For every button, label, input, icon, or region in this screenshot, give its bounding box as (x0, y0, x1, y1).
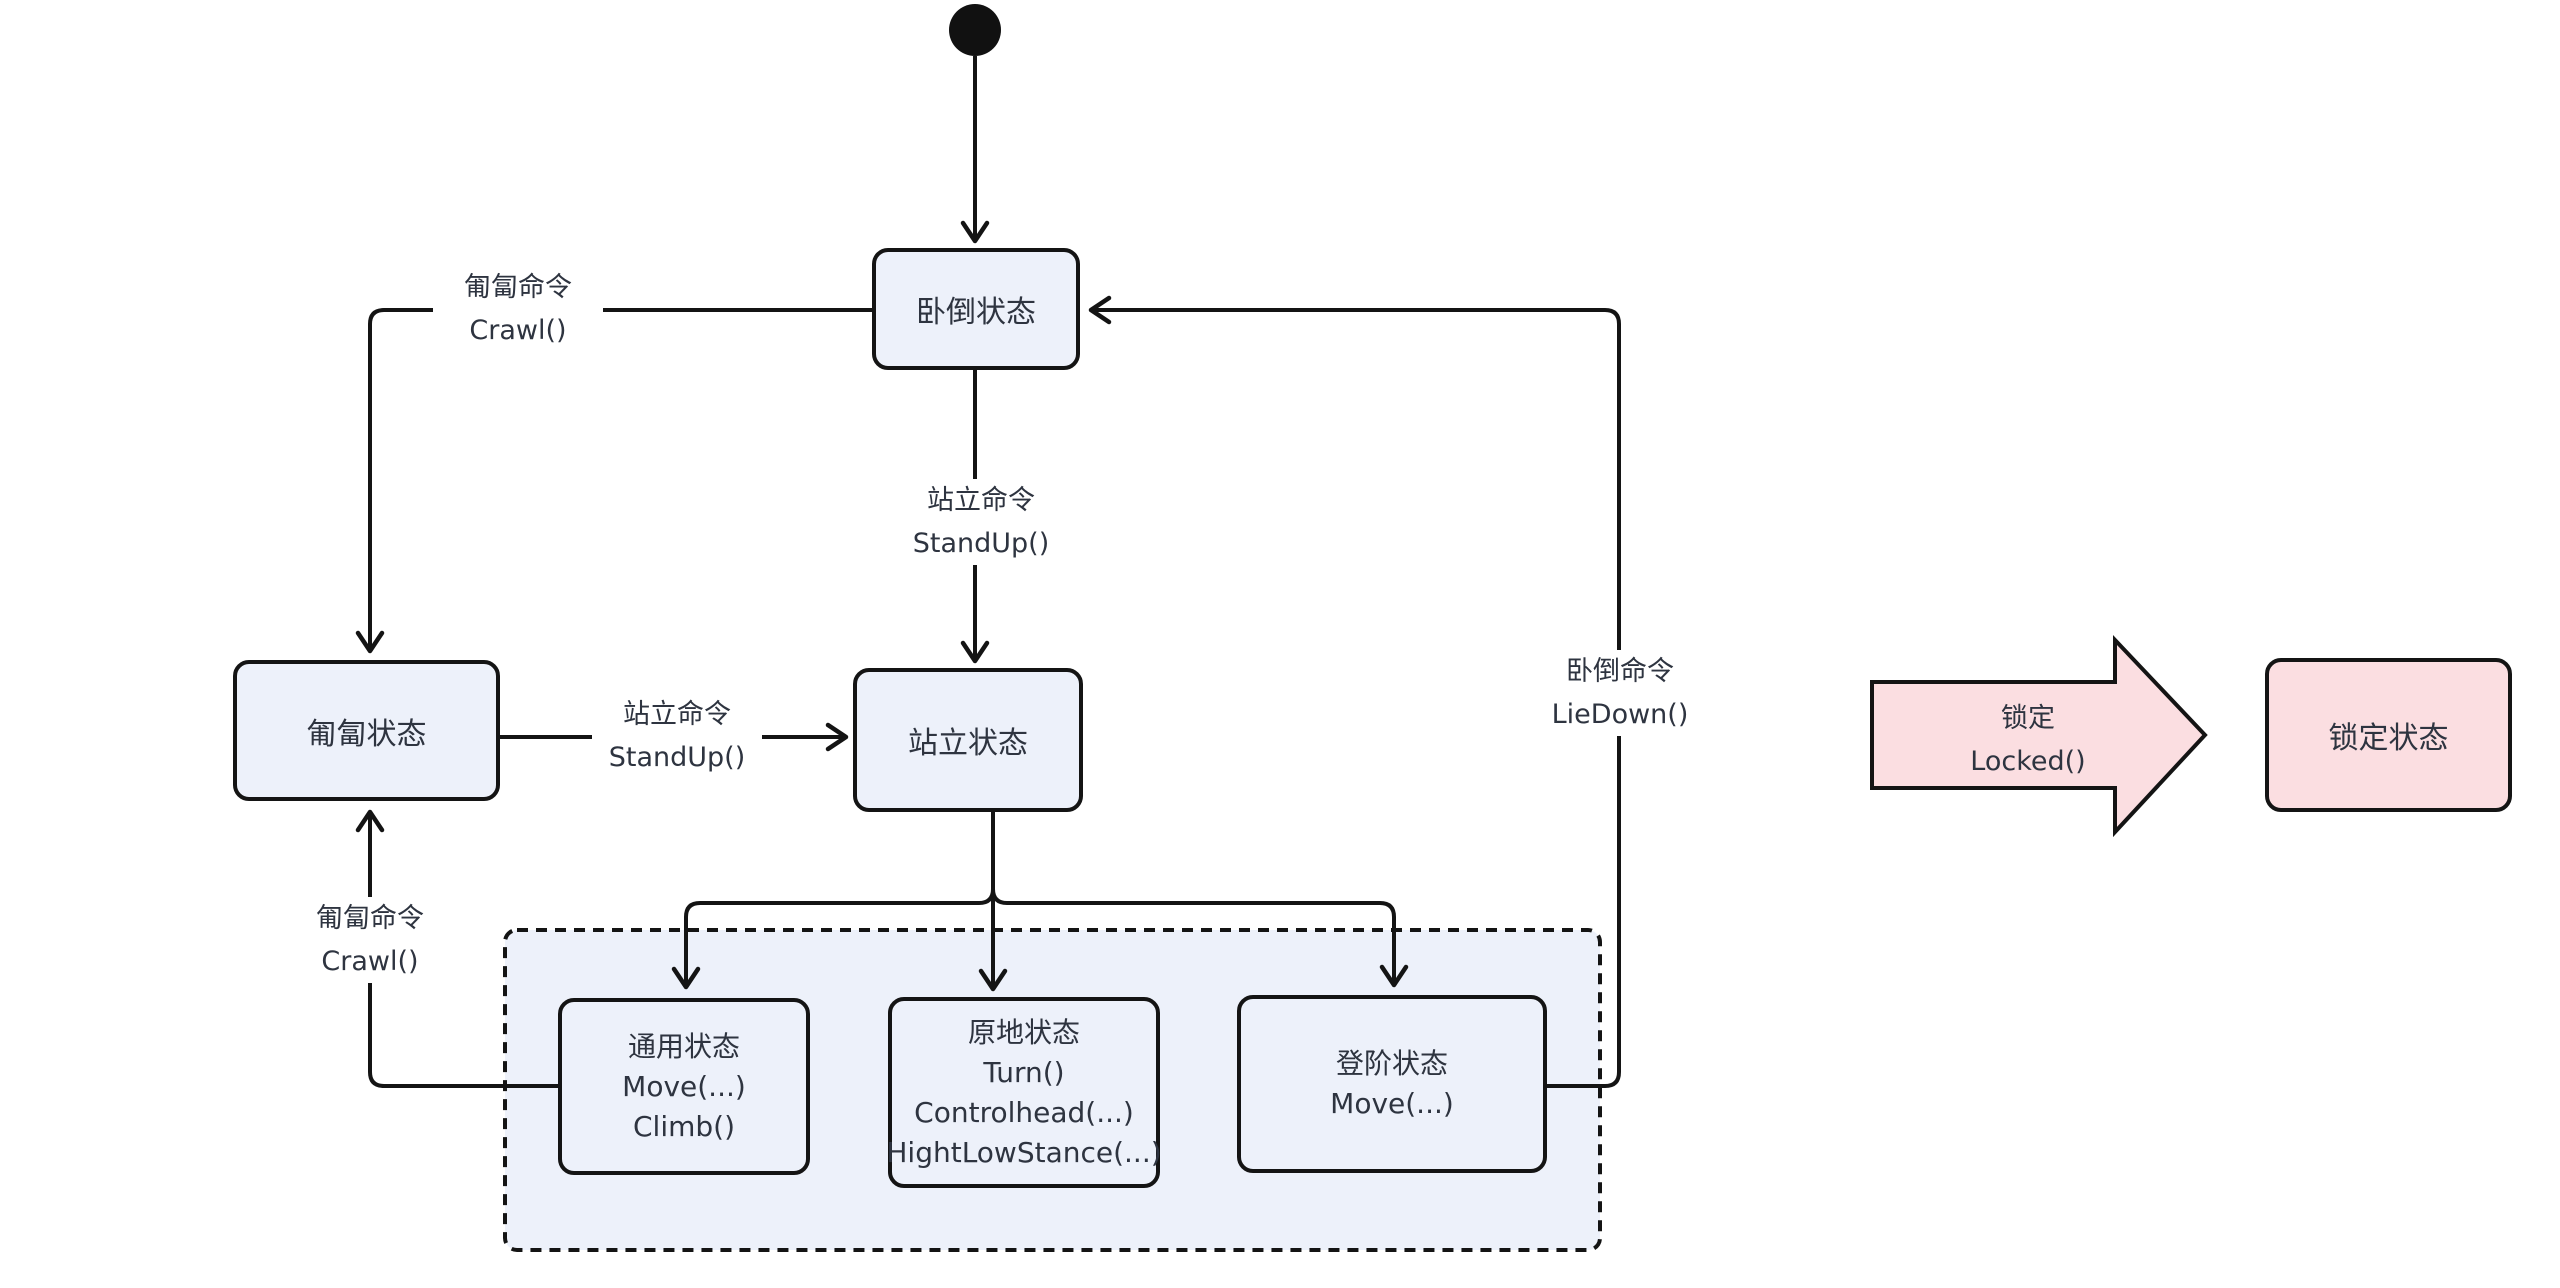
label-standup-cmd-mid-cn: 站立命令 (927, 485, 1035, 516)
state-general-method-1: Move(...) (622, 1069, 746, 1103)
state-stairs: 登阶状态 Move(...) (1237, 995, 1547, 1173)
state-in-place-method-2: Controlhead(...) (914, 1095, 1134, 1129)
label-locked-cmd-fn: Locked() (1970, 746, 2086, 777)
label-crawl-cmd-top-fn: Crawl() (469, 315, 567, 346)
label-standup-cmd-left-cn: 站立命令 (623, 699, 731, 730)
state-in-place-method-1: Turn() (983, 1055, 1065, 1089)
state-in-place: 原地状态 Turn() Controlhead(...) HightLowSta… (886, 997, 1162, 1188)
state-lie-down: 卧倒状态 (872, 248, 1080, 370)
label-crawl-cmd-top: 匍匐命令 Crawl() (433, 266, 603, 352)
state-stand-label: 站立状态 (908, 726, 1028, 761)
label-locked-cmd: 锁定 Locked() (1918, 697, 2138, 783)
edge-stand-branch-left (671, 888, 995, 990)
label-crawl-cmd-top-cn: 匍匐命令 (464, 272, 572, 303)
state-stairs-title: 登阶状态 (1335, 1047, 1448, 1080)
state-crawl: 匍匐状态 (233, 660, 500, 801)
label-standup-cmd-left: 站立命令 StandUp() (592, 693, 762, 779)
edge-liedown-to-crawlstate (355, 308, 872, 654)
state-stand: 站立状态 (853, 668, 1083, 812)
edge-general-to-crawlstate (355, 809, 558, 1088)
state-crawl-label: 匍匐状态 (306, 716, 427, 752)
label-standup-cmd-mid-fn: StandUp() (912, 528, 1050, 559)
label-crawl-cmd-bottom-cn: 匍匐命令 (316, 903, 424, 934)
label-liedown-cmd-cn: 卧倒命令 (1566, 656, 1674, 687)
label-standup-cmd-mid: 站立命令 StandUp() (896, 479, 1066, 565)
edge-stand-branch-right (991, 888, 1409, 988)
state-lie-down-label: 卧倒状态 (916, 295, 1036, 330)
label-crawl-cmd-bottom: 匍匐命令 Crawl() (285, 897, 455, 983)
label-liedown-cmd-fn: LieDown() (1551, 699, 1689, 730)
initial-state-dot (949, 4, 1001, 56)
state-locked-label: 锁定状态 (2328, 721, 2449, 756)
state-in-place-method-3: HightLowStance(...) (886, 1135, 1162, 1169)
state-general-title: 通用状态 (627, 1029, 740, 1063)
state-in-place-title: 原地状态 (967, 1015, 1080, 1049)
label-liedown-cmd: 卧倒命令 LieDown() (1535, 650, 1705, 736)
state-locked: 锁定状态 (2265, 658, 2512, 812)
locked-transition-arrow (1870, 634, 2208, 838)
state-general-method-2: Climb() (632, 1109, 735, 1143)
label-standup-cmd-left-fn: StandUp() (608, 742, 746, 773)
label-locked-cmd-cn: 锁定 (2001, 703, 2055, 734)
state-general: 通用状态 Move(...) Climb() (558, 998, 810, 1175)
state-stairs-method-1: Move(...) (1330, 1087, 1454, 1120)
label-crawl-cmd-bottom-fn: Crawl() (321, 946, 419, 977)
